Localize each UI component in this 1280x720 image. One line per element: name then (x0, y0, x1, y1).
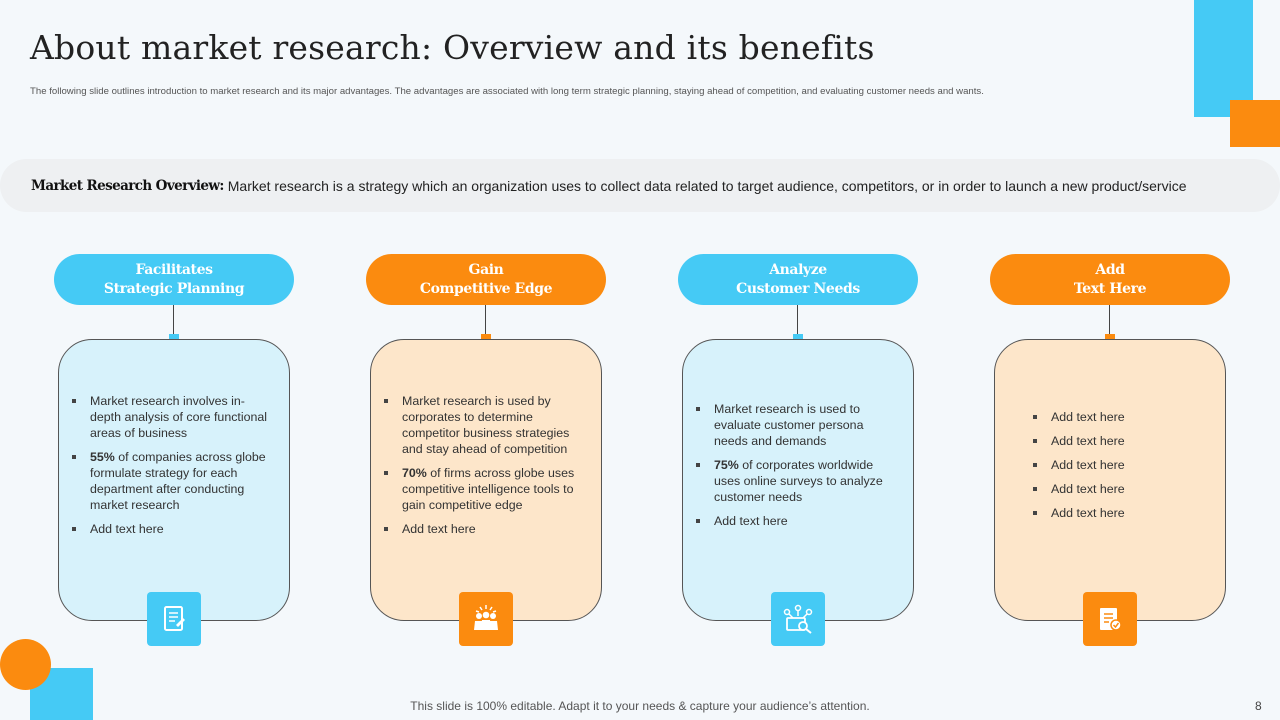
overview-label: Market Research Overview: (31, 177, 224, 194)
connector-line (1109, 305, 1110, 335)
decor-orange-circle-bottom (0, 639, 51, 690)
footer-note: This slide is 100% editable. Adapt it to… (410, 699, 870, 713)
connector-line (173, 305, 174, 335)
benefit-card: Market research is used to evaluate cust… (682, 339, 914, 621)
page-title: About market research: Overview and its … (30, 28, 875, 67)
benefit-heading-line2: Text Here (1073, 280, 1147, 297)
bullet-item: Add text here (71, 521, 275, 537)
benefit-heading: Gain Competitive Edge (366, 254, 606, 305)
benefit-card: Market research is used by corporates to… (370, 339, 602, 621)
bullet-item: Add text here (1032, 409, 1211, 425)
bullet-item: Market research involves in-depth analys… (71, 393, 275, 441)
benefit-heading-line1: Analyze (769, 261, 827, 278)
benefit-heading-line1: Gain (468, 261, 504, 278)
benefit-heading-line1: Facilitates (135, 261, 213, 278)
team-success-icon (459, 592, 513, 646)
connector-line (797, 305, 798, 335)
decor-orange-square-top (1230, 100, 1280, 147)
benefit-heading: Analyze Customer Needs (678, 254, 918, 305)
bullet-item: Add text here (1032, 481, 1211, 497)
bullet-item: Market research is used to evaluate cust… (695, 401, 899, 449)
decor-blue-rectangle-top (1194, 0, 1253, 117)
overview-banner: Market Research Overview: Market researc… (0, 159, 1280, 212)
benefit-heading-line2: Strategic Planning (103, 280, 245, 297)
connector-line (485, 305, 486, 335)
bullet-item: 75% of corporates worldwide uses online … (695, 457, 899, 505)
customer-analysis-icon (771, 592, 825, 646)
strategy-document-icon (147, 592, 201, 646)
bullet-item: Add text here (1032, 505, 1211, 521)
page-number: 8 (1255, 699, 1262, 713)
bullet-item: Add text here (695, 513, 899, 529)
benefit-heading-line1: Add (1095, 261, 1125, 278)
bullet-item: Market research is used by corporates to… (383, 393, 587, 457)
page-subtitle: The following slide outlines introductio… (30, 86, 984, 97)
benefit-heading-line2: Customer Needs (736, 280, 860, 297)
benefit-card: Add text here Add text here Add text her… (994, 339, 1226, 621)
bullet-item: Add text here (383, 521, 587, 537)
benefit-heading: Add Text Here (990, 254, 1230, 305)
benefit-card: Market research involves in-depth analys… (58, 339, 290, 621)
bullet-item: Add text here (1032, 457, 1211, 473)
report-checklist-icon (1083, 592, 1137, 646)
benefit-heading: Facilitates Strategic Planning (54, 254, 294, 305)
bullet-item: 55% of companies across globe formulate … (71, 449, 275, 513)
bullet-item: 70% of firms across globe uses competiti… (383, 465, 587, 513)
overview-text: Market research is a strategy which an o… (227, 177, 1187, 194)
benefit-heading-line2: Competitive Edge (419, 280, 553, 297)
bullet-item: Add text here (1032, 433, 1211, 449)
